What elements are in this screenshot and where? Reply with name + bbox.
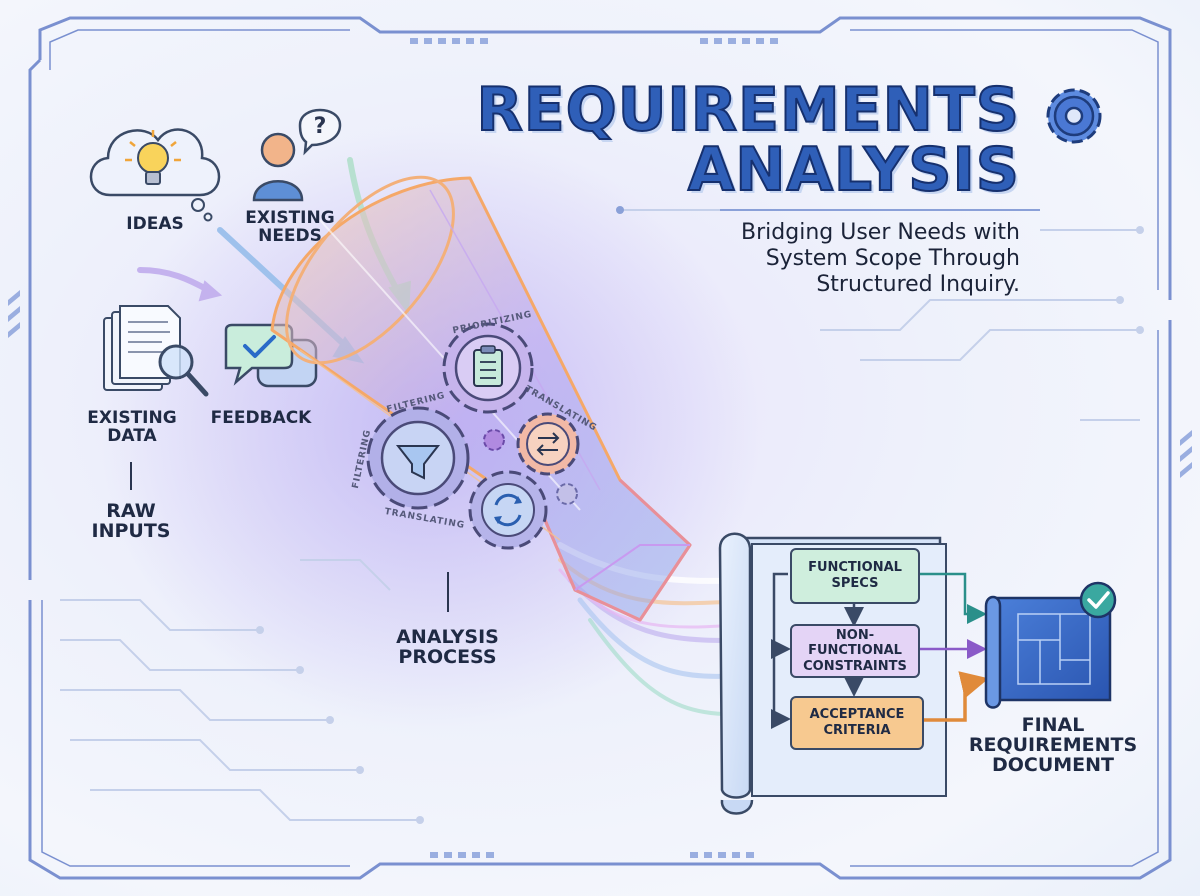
subtitle-line-3: Structured Inquiry. bbox=[816, 272, 1020, 297]
non-functional-constraints-box: NON-FUNCTIONAL CONSTRAINTS bbox=[790, 624, 920, 678]
raw-inputs-label: RAW INPUTS bbox=[91, 500, 171, 542]
documents-magnifier-icon bbox=[103, 305, 209, 397]
svg-text:?: ? bbox=[314, 114, 327, 139]
feedback-label: FEEDBACK bbox=[210, 408, 312, 428]
label-ticks bbox=[130, 462, 449, 612]
final-requirements-label: FINAL REQUIREMENTS DOCUMENT bbox=[968, 714, 1138, 776]
acceptance-criteria-box: ACCEPTANCE CRITERIA bbox=[790, 696, 924, 750]
gear-prioritizing-icon bbox=[442, 322, 534, 414]
document-flow-arrows bbox=[771, 572, 989, 729]
lightbulb-cloud-icon bbox=[89, 128, 221, 222]
existing-needs-label: EXISTING NEEDS bbox=[245, 208, 335, 246]
small-gear-icon bbox=[483, 429, 578, 505]
title-gear-icon bbox=[1046, 88, 1102, 144]
gear-filtering-icon bbox=[366, 406, 470, 510]
gear-cycle-icon bbox=[468, 470, 548, 550]
existing-data-label: EXISTING DATA bbox=[87, 408, 177, 446]
person-question-icon: ? bbox=[252, 108, 342, 202]
ideas-label: IDEAS bbox=[126, 214, 184, 234]
frame-chevrons bbox=[8, 38, 1192, 858]
title-line-1: REQUIREMENTS bbox=[476, 75, 1020, 145]
circuit-nodes bbox=[256, 206, 1144, 824]
circuit-traces bbox=[60, 209, 1140, 821]
decorative-frame bbox=[28, 16, 1172, 880]
analysis-process-label: ANALYSIS PROCESS bbox=[396, 626, 499, 668]
subtitle-line-2: System Scope Through bbox=[765, 246, 1020, 271]
title-line-2: ANALYSIS bbox=[687, 135, 1020, 205]
functional-specs-box: FUNCTIONAL SPECS bbox=[790, 548, 920, 604]
final-document-blueprint-icon bbox=[984, 581, 1117, 709]
subtitle-line-1: Bridging User Needs with bbox=[741, 220, 1020, 245]
gear-translating-icon bbox=[516, 412, 580, 476]
